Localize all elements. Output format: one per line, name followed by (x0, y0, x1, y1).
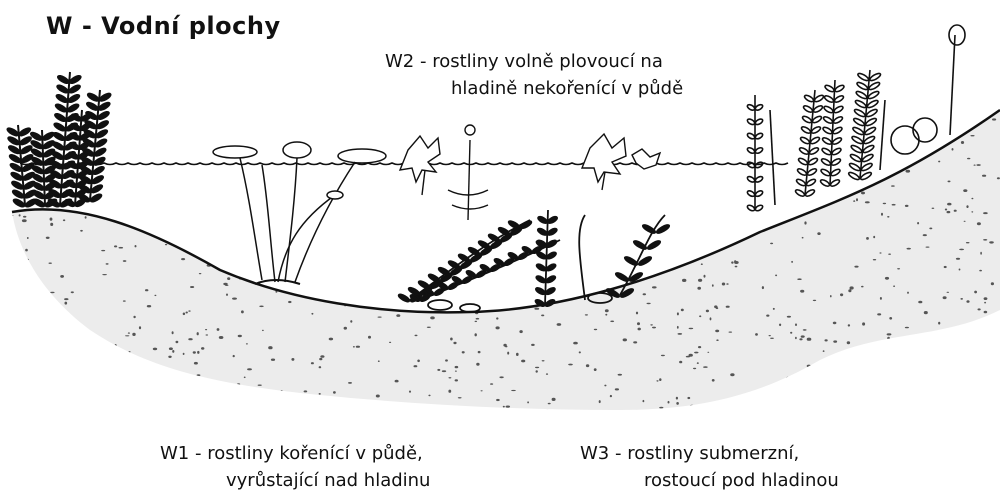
shore-reeds-left (7, 72, 112, 208)
floating-plants (400, 125, 660, 220)
